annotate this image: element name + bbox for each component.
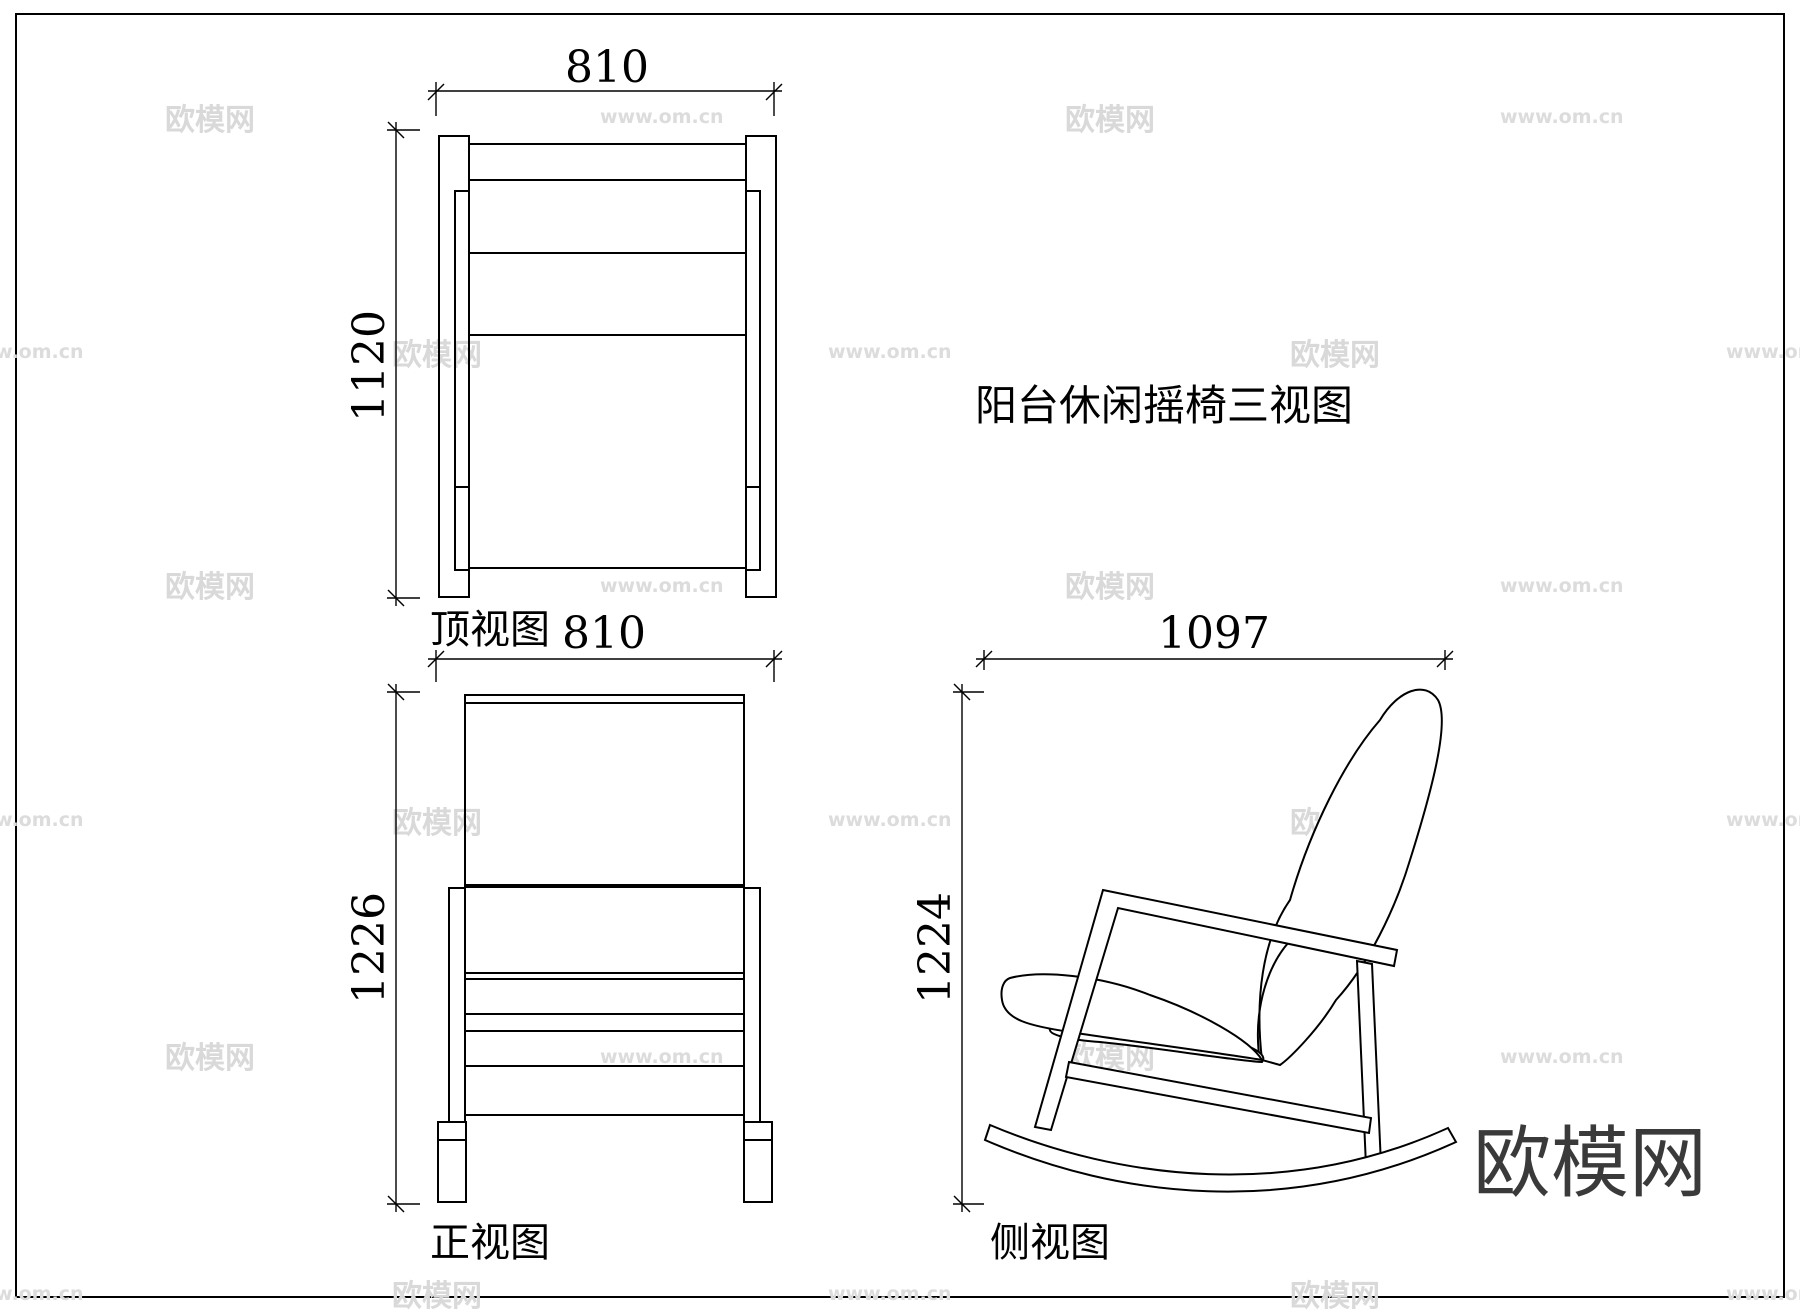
watermark-brand: 欧模网 <box>1290 1279 1380 1311</box>
watermark-brand: 欧模网 <box>1290 338 1380 373</box>
watermark-brand: 欧模网 <box>1065 103 1155 138</box>
sheet-border <box>15 13 1785 1298</box>
brand-logo: 欧模网 <box>1473 1119 1707 1209</box>
side-view-height-label: 1224 <box>910 892 961 1004</box>
watermark-url: www.om.cn <box>0 341 84 363</box>
watermark-url: www.om.cn <box>828 809 952 831</box>
watermark-brand: 欧模网 <box>392 338 482 373</box>
watermark-url: www.om.cn <box>600 575 724 597</box>
watermark-url: www.om.cn <box>1726 809 1800 831</box>
watermark-url: www.om.cn <box>1726 1283 1800 1305</box>
side-view-height-dimension: 1224 <box>910 683 984 1213</box>
watermark-brand: 欧模网 <box>165 1041 255 1076</box>
watermark-brand: 欧模网 <box>1065 570 1155 605</box>
watermark-url: www.om.cn <box>828 1283 952 1305</box>
watermark-brand: 欧模网 <box>392 806 482 841</box>
watermark-brand: 欧模网 <box>392 1279 482 1311</box>
front-view: 810 1226 <box>344 608 783 1266</box>
drawing-title: 阳台休闲摇椅三视图 <box>975 381 1353 430</box>
watermark-brand: 欧模网 <box>165 570 255 605</box>
watermark-url: www.om.cn <box>600 1046 724 1068</box>
side-view-width-dimension: 1097 <box>975 608 1454 670</box>
front-view-height-dimension: 1226 <box>344 683 420 1213</box>
front-view-height-label: 1226 <box>344 892 395 1004</box>
watermark-url: www.om.cn <box>1500 106 1624 128</box>
watermark-brand: 欧模网 <box>165 103 255 138</box>
watermark-url: www.om.cn <box>0 809 84 831</box>
top-view: 810 1120 顶视图 <box>344 42 783 653</box>
front-view-chair <box>437 694 773 1203</box>
watermark-url: www.om.cn <box>0 1283 84 1305</box>
top-view-height-label: 1120 <box>344 310 395 422</box>
side-view-caption: 侧视图 <box>990 1220 1110 1266</box>
watermark-url: www.om.cn <box>600 106 724 128</box>
front-view-width-dimension: 810 <box>427 608 783 682</box>
watermark-url: www.om.cn <box>828 341 952 363</box>
top-view-width-dimension: 810 <box>427 42 783 116</box>
front-view-caption: 正视图 <box>430 1220 550 1266</box>
top-view-caption: 顶视图 <box>430 607 550 653</box>
watermark-url: www.om.cn <box>1726 341 1800 363</box>
front-view-width-label: 810 <box>562 608 646 659</box>
watermark-url: www.om.cn <box>1500 1046 1624 1068</box>
top-view-width-label: 810 <box>565 42 649 93</box>
side-view-chair <box>983 688 1458 1193</box>
side-view: 1097 1224 侧视图 <box>910 608 1458 1266</box>
watermark-url: www.om.cn <box>1500 575 1624 597</box>
top-view-height-dimension: 1120 <box>344 121 420 607</box>
side-view-width-label: 1097 <box>1158 608 1270 659</box>
top-view-chair <box>438 135 777 598</box>
